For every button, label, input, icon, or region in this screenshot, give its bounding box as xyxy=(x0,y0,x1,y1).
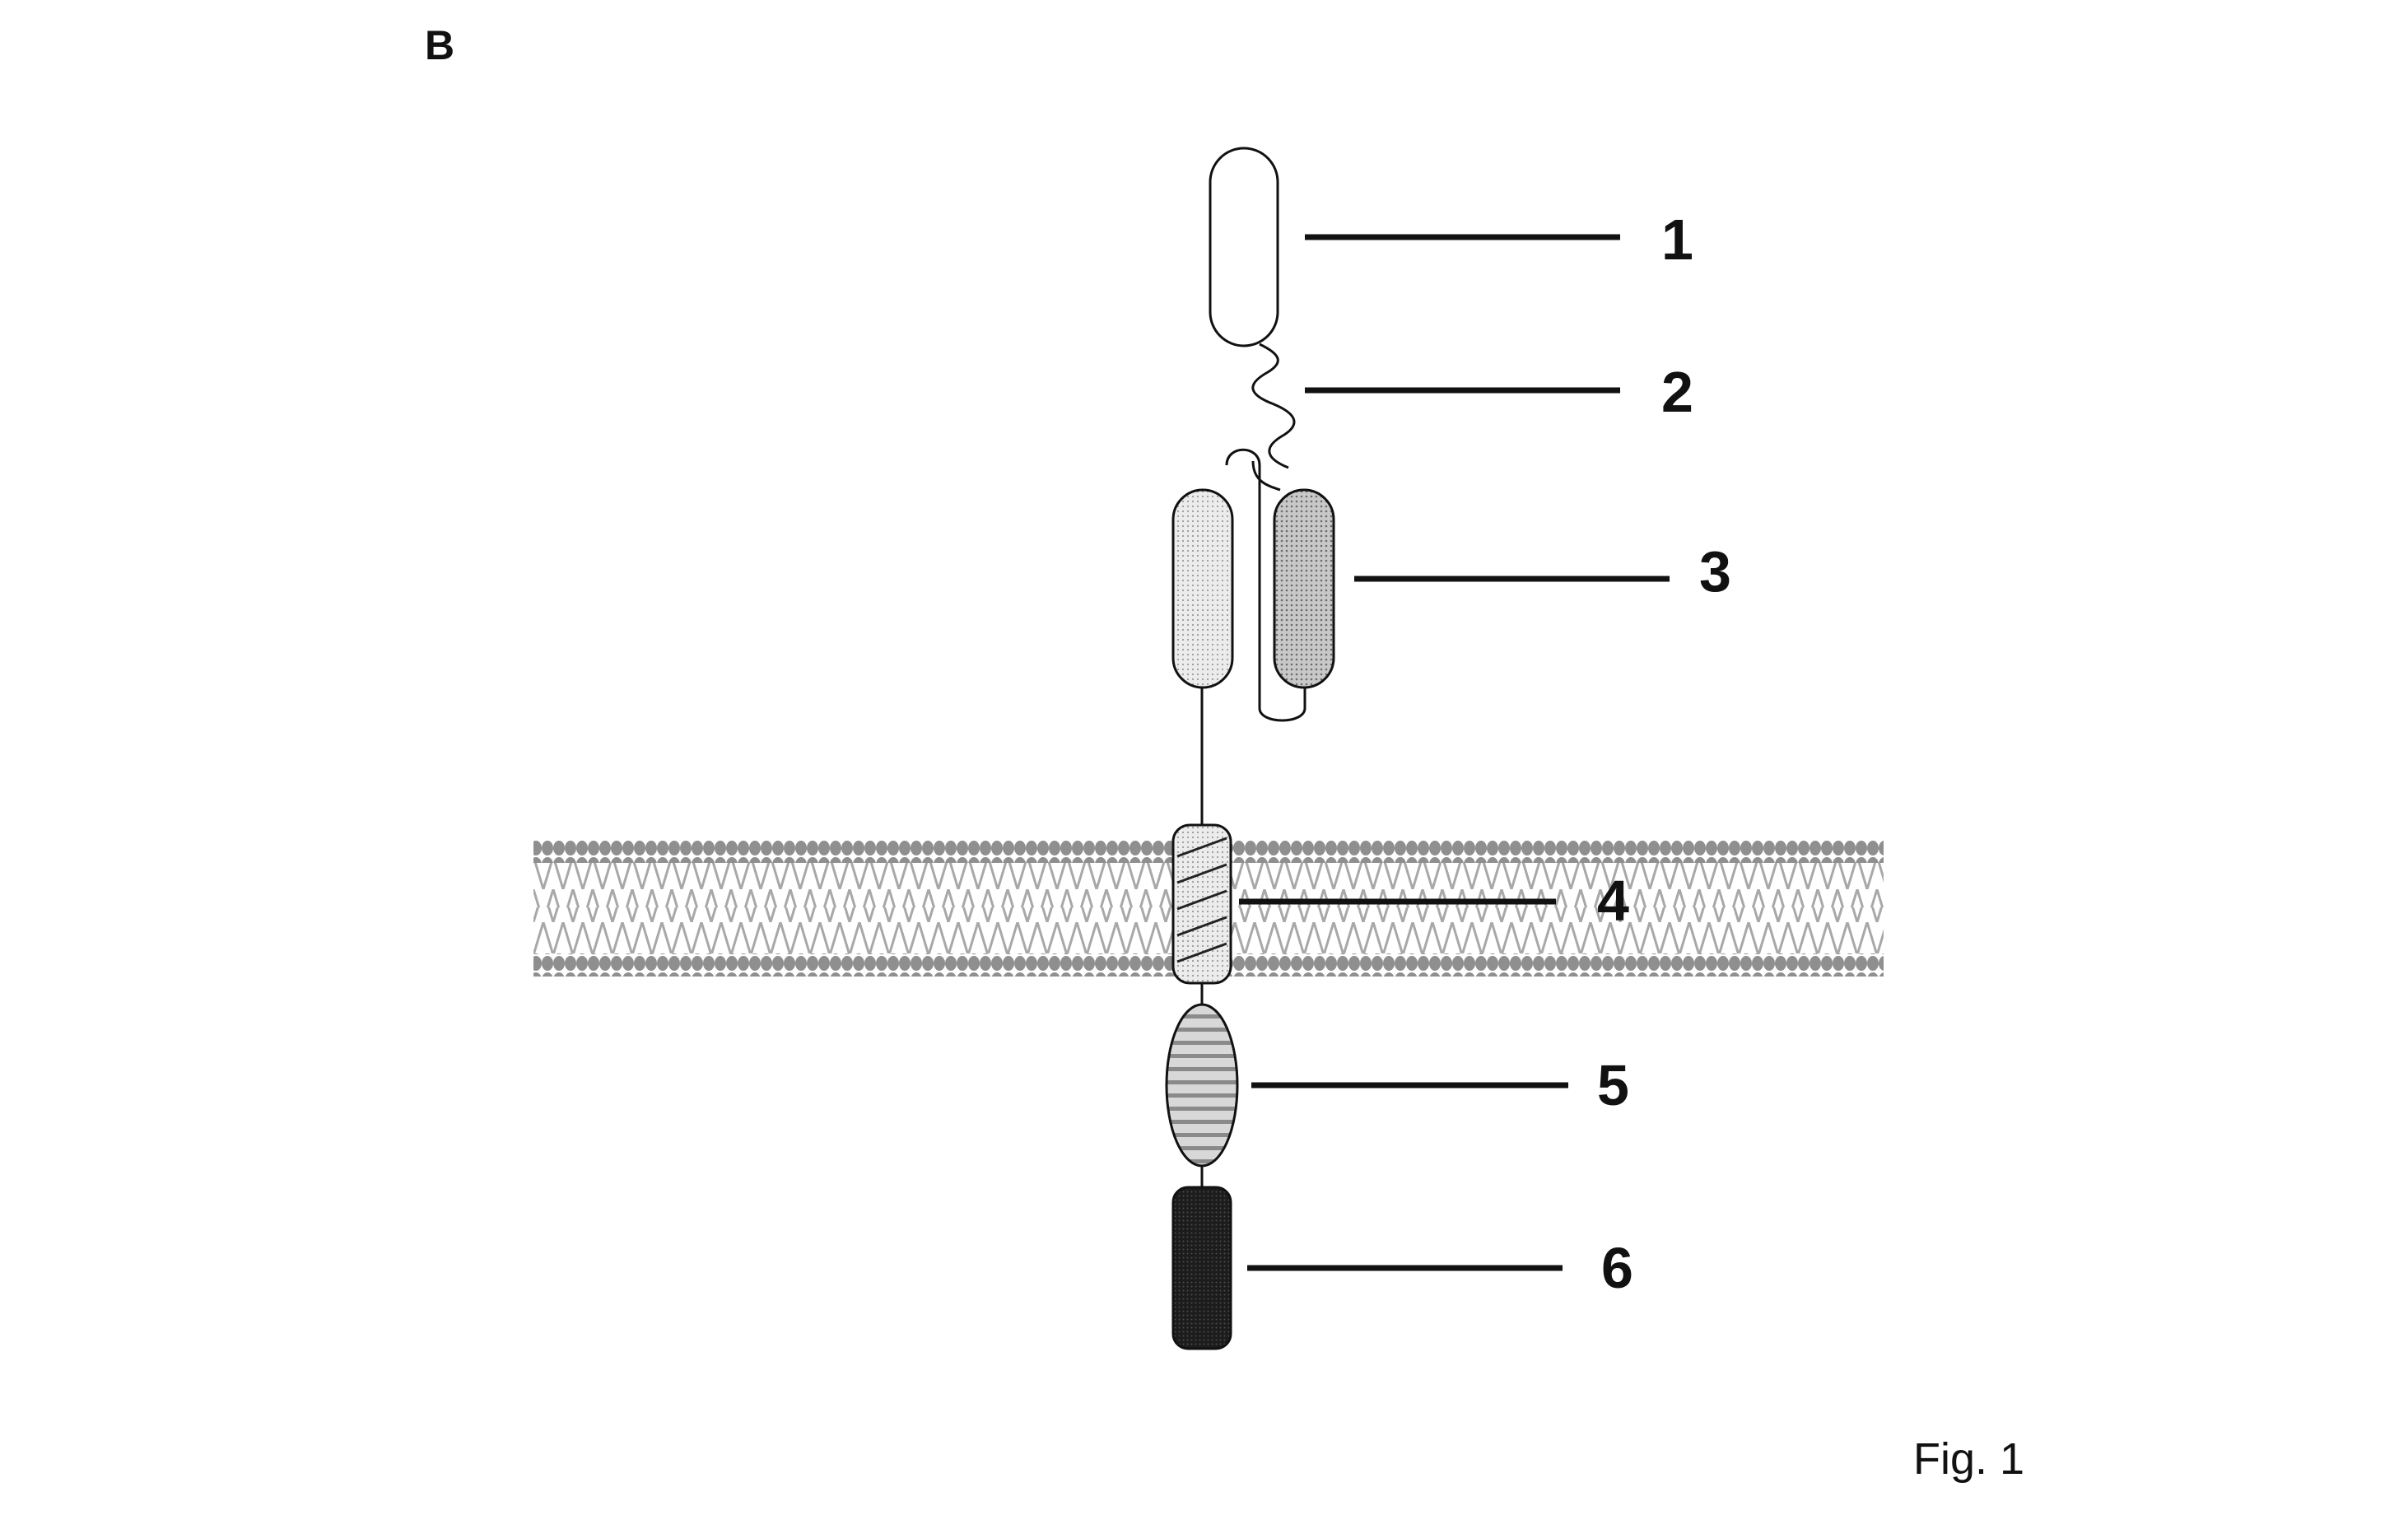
callout-3: 3 xyxy=(1699,539,1731,604)
callout-6: 6 xyxy=(1601,1236,1633,1300)
domain-3-pair xyxy=(1171,448,1335,722)
panel-label: B xyxy=(425,22,454,68)
domain-4-transmembrane xyxy=(1171,823,1232,985)
domain-1-oblong xyxy=(1209,147,1279,347)
domain-5-ellipse xyxy=(1165,1003,1239,1168)
callout-4: 4 xyxy=(1597,869,1629,933)
domain-2-linker xyxy=(1251,343,1296,469)
callout-1: 1 xyxy=(1661,207,1693,272)
callout-2: 2 xyxy=(1661,360,1693,424)
figure-caption: Fig. 1 xyxy=(1913,1434,2024,1484)
callout-5: 5 xyxy=(1597,1053,1629,1117)
domain-6-capsule xyxy=(1171,1186,1232,1350)
